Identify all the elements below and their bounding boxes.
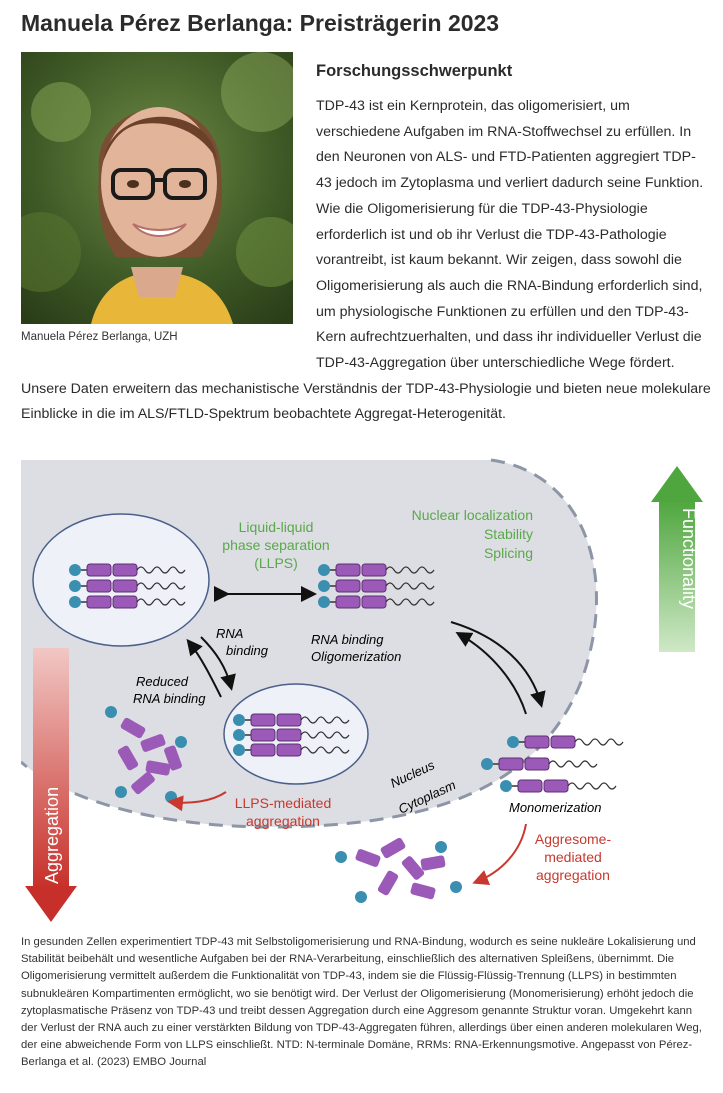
function-splicing: Splicing [484, 545, 533, 561]
portrait-photo [21, 52, 293, 324]
photo-caption: Manuela Pérez Berlanga, UZH [21, 331, 178, 343]
body-paragraph: TDP-43 ist ein Kernprotein, das oligomer… [21, 98, 711, 423]
function-stability: Stability [484, 526, 533, 542]
rna-binding-label-1: RNA [216, 626, 243, 641]
rna-binding-label-2: binding [226, 643, 269, 658]
aggregation-arrow: Aggregation [25, 648, 77, 922]
llps-label-3: (LLPS) [254, 555, 298, 571]
body-text: TDP-43 ist ein Kernprotein, das oligomer… [21, 94, 711, 428]
aggresome-aggregate [335, 837, 462, 903]
llps-label-2: phase separation [222, 537, 329, 553]
llps-aggregate [105, 706, 187, 803]
rna-binding-oligo-2: Oligomerization [311, 649, 401, 664]
reduced-rna-2: RNA binding [133, 691, 206, 706]
llps-mediated-1: LLPS-mediated [235, 795, 332, 811]
aggregation-label: Aggregation [42, 787, 62, 884]
page-title: Manuela Pérez Berlanga: Preisträgerin 20… [21, 10, 500, 36]
section-heading: Forschungsschwerpunkt [316, 62, 513, 80]
aggresome-3: aggregation [536, 867, 610, 883]
tdp43-figure: Functionality Aggregation Liquid-liquid … [20, 452, 711, 925]
aggresome-1: Aggresome- [535, 831, 612, 847]
aggresome-2: mediated [544, 849, 602, 865]
llps-mediated-2: aggregation [246, 813, 320, 829]
function-nuclear-localization: Nuclear localization [412, 507, 533, 523]
functionality-arrow: Functionality [651, 466, 703, 652]
functionality-label: Functionality [679, 508, 699, 609]
rna-binding-oligo-1: RNA binding [311, 632, 384, 647]
reduced-rna-1: Reduced [136, 674, 189, 689]
figure-caption: In gesunden Zellen experimentiert TDP-43… [21, 936, 702, 1069]
llps-label-1: Liquid-liquid [239, 519, 314, 535]
monomerization-label: Monomerization [509, 800, 602, 815]
